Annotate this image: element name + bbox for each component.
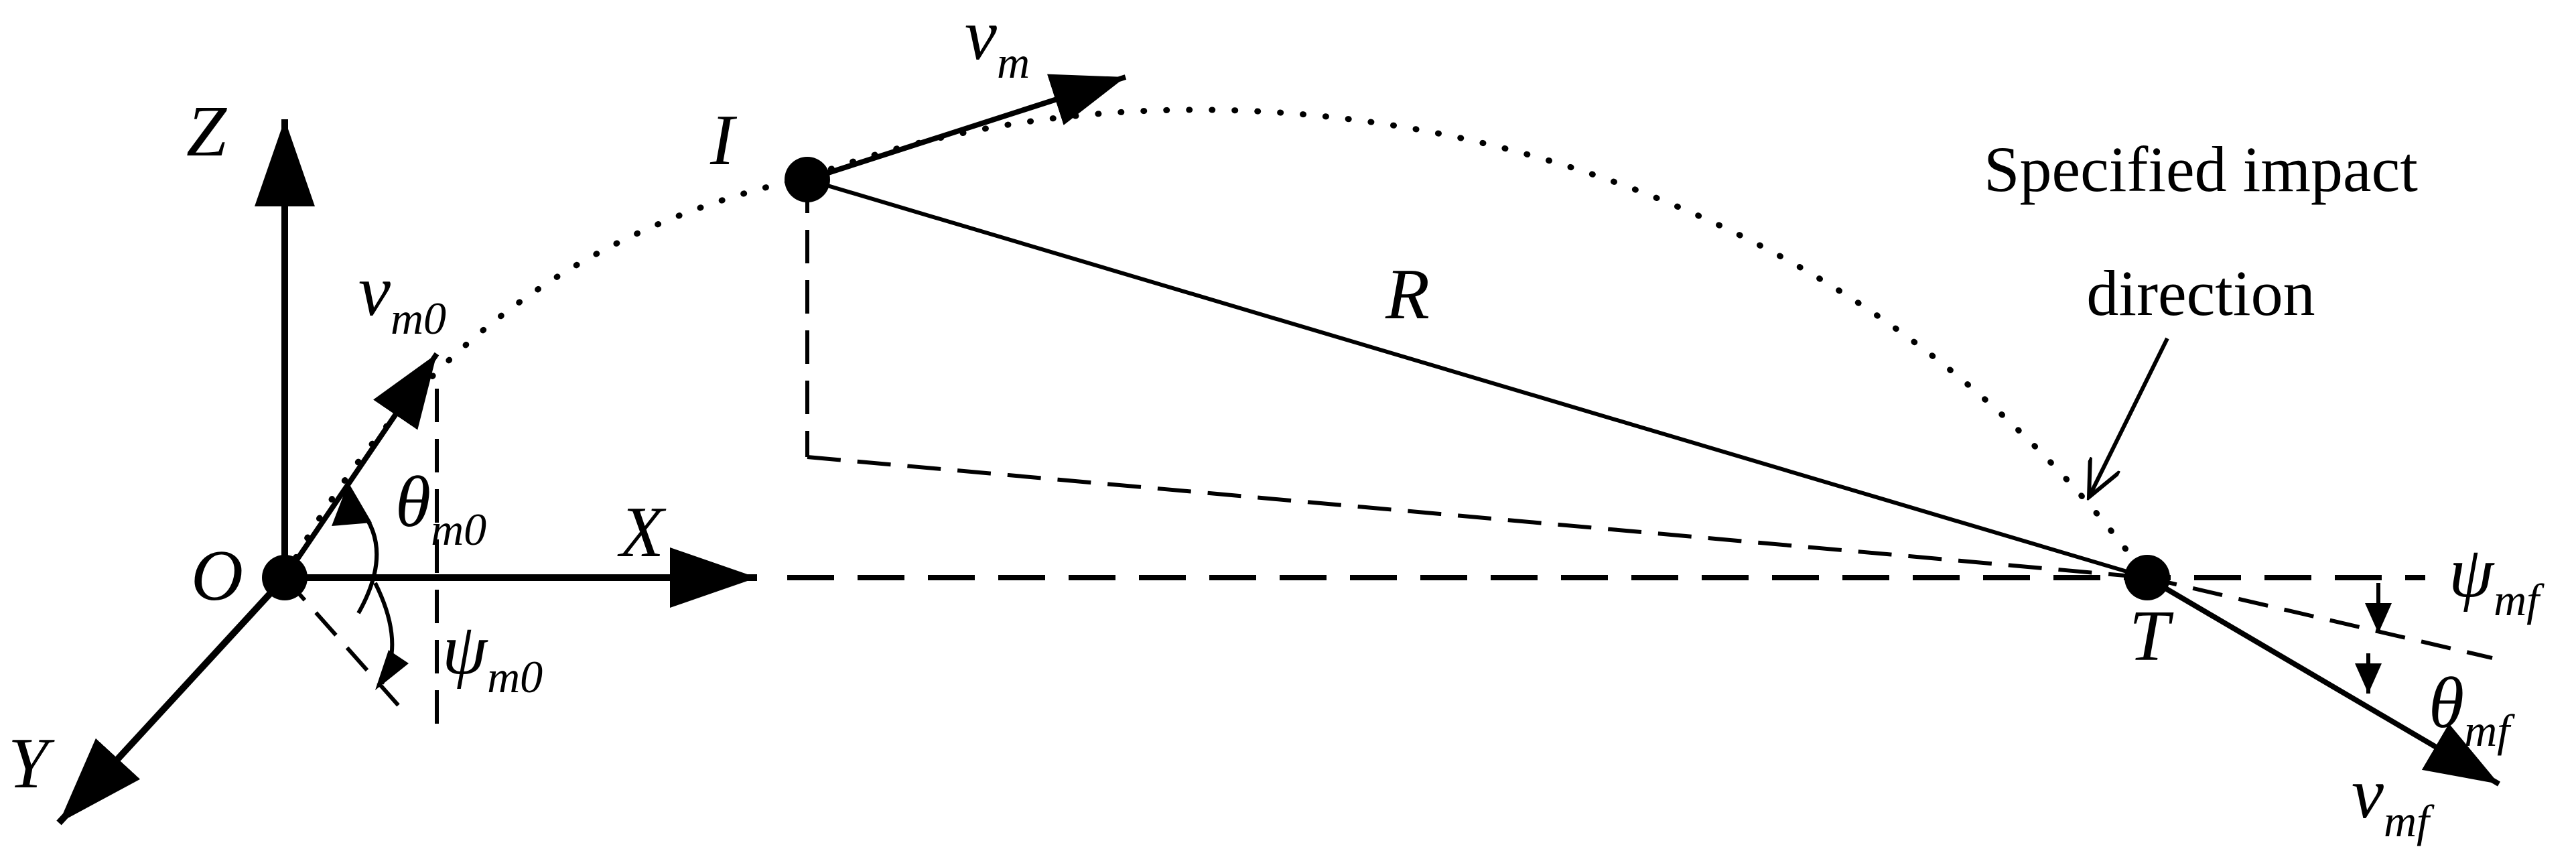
target-inclined-dashed [2147, 576, 2493, 660]
impact-direction-annotation-line1: Specified impact [1984, 133, 2418, 205]
final-velocity-label: vmf [2352, 754, 2435, 846]
current-velocity-label: vm [965, 0, 1030, 88]
origin-point [262, 555, 308, 600]
impact-direction-annotation-line2: direction [2086, 257, 2315, 329]
initial-velocity-vector [282, 352, 439, 580]
psi-m0-label: ψm0 [442, 610, 543, 702]
target-label: T [2129, 596, 2174, 676]
psi-mf-label: ψmf [2449, 533, 2545, 625]
initial-velocity-label: vm0 [358, 251, 446, 344]
y-axis [56, 575, 287, 826]
final-velocity-vector [2145, 575, 2501, 787]
intercept-point [785, 157, 830, 202]
line-of-sight [807, 178, 2148, 580]
theta-m0-label: θm0 [395, 462, 486, 555]
x-axis-label: X [617, 493, 667, 572]
origin-diagonal-dashed [283, 576, 411, 718]
theta-mf-label: θmf [2429, 663, 2515, 756]
target-point [2124, 555, 2170, 600]
trajectory-dotted [281, 107, 2151, 581]
intercept-projection-dashed [807, 455, 2148, 580]
intercept-label: I [709, 101, 738, 180]
z-axis-label: Z [186, 92, 227, 172]
psi-m0-arrowhead [375, 650, 409, 690]
theta-m0-arrowhead [332, 482, 372, 526]
impact-direction-pointer [2089, 337, 2169, 497]
current-velocity-vector [806, 74, 1127, 182]
range-label: R [1385, 255, 1430, 334]
y-axis-label: Y [8, 724, 55, 803]
origin-label: O [191, 536, 243, 616]
